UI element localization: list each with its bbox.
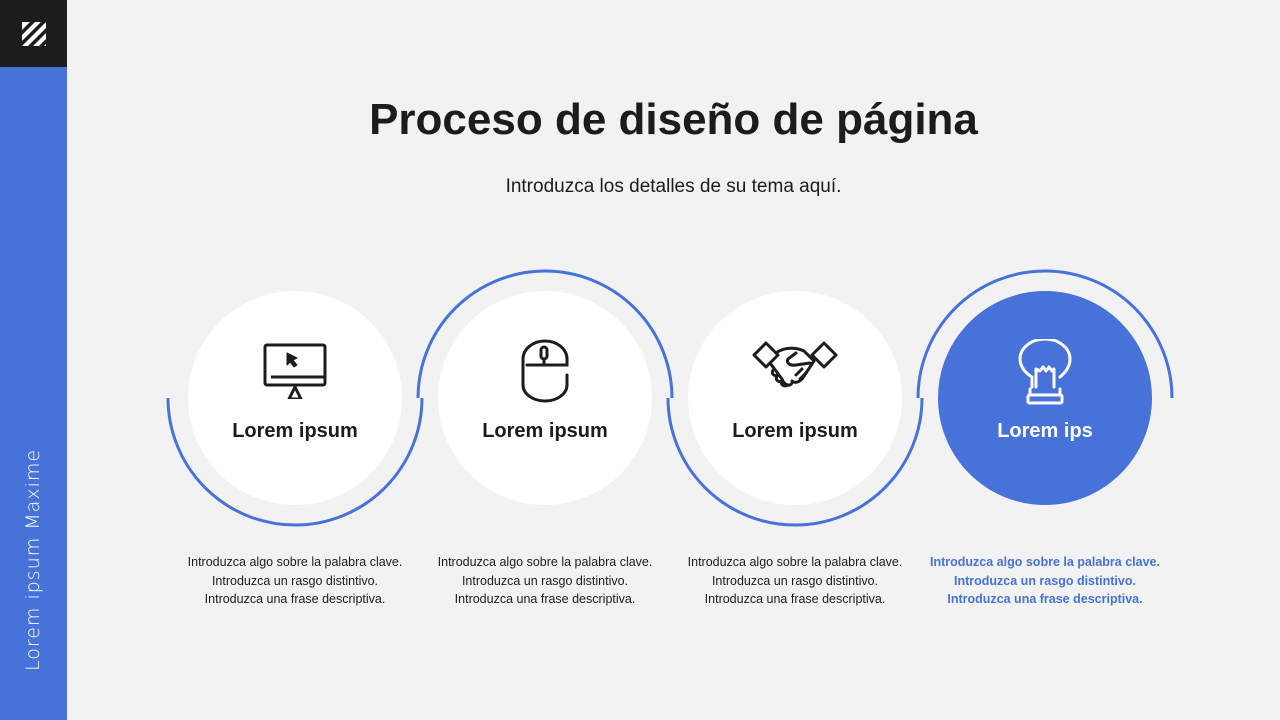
step-4-description: Introduzca algo sobre la palabra clave. … — [925, 553, 1165, 609]
step-3-description: Introduzca algo sobre la palabra clave. … — [675, 553, 915, 609]
description-line: Introduzca algo sobre la palabra clave. — [687, 555, 903, 569]
striped-square-logo-icon — [21, 21, 46, 46]
page-subtitle: Introduzca los detalles de su tema aquí. — [505, 176, 842, 197]
step-2-description: Introduzca algo sobre la palabra clave. … — [425, 553, 665, 609]
step-label: Lorem ipsum — [482, 420, 608, 442]
computer-mouse-icon — [521, 339, 569, 403]
description-line: Introduzca una frase descriptiva. — [704, 592, 886, 606]
description-line: Introduzca algo sobre la palabra clave. — [187, 555, 403, 569]
step-label: Lorem ipsum — [732, 420, 858, 442]
lightbulb-icon — [1018, 339, 1072, 405]
arc-1 — [166, 397, 424, 527]
step-2[interactable]: Lorem ipsum — [438, 291, 652, 505]
step-label: Lorem ipsum — [232, 420, 358, 442]
arc-2 — [416, 269, 674, 399]
logo — [0, 0, 67, 67]
sidebar — [0, 67, 67, 720]
description-line: Introduzca una frase descriptiva. — [947, 592, 1143, 606]
step-3[interactable]: Lorem ipsum — [688, 291, 902, 505]
arc-3 — [666, 397, 924, 527]
description-line: Introduzca una frase descriptiva. — [454, 592, 636, 606]
handshake-icon — [752, 341, 838, 388]
step-4[interactable]: Lorem ips — [938, 291, 1152, 505]
description-line: Introduzca un rasgo distintivo. — [711, 573, 879, 588]
step-1-description: Introduzca algo sobre la palabra clave. … — [175, 553, 415, 609]
monitor-cursor-icon — [263, 343, 327, 399]
description-line: Introduzca algo sobre la palabra clave. — [930, 555, 1160, 569]
description-line: Introduzca un rasgo distintivo. — [954, 573, 1136, 588]
step-1[interactable]: Lorem ipsum — [188, 291, 402, 505]
description-line: Introduzca un rasgo distintivo. — [211, 573, 379, 588]
arc-4 — [916, 269, 1174, 399]
step-label: Lorem ips — [997, 420, 1093, 442]
description-line: Introduzca una frase descriptiva. — [204, 592, 386, 606]
page-title: Proceso de diseño de página — [369, 95, 978, 144]
description-line: Introduzca un rasgo distintivo. — [461, 573, 629, 588]
description-line: Introduzca algo sobre la palabra clave. — [437, 555, 653, 569]
